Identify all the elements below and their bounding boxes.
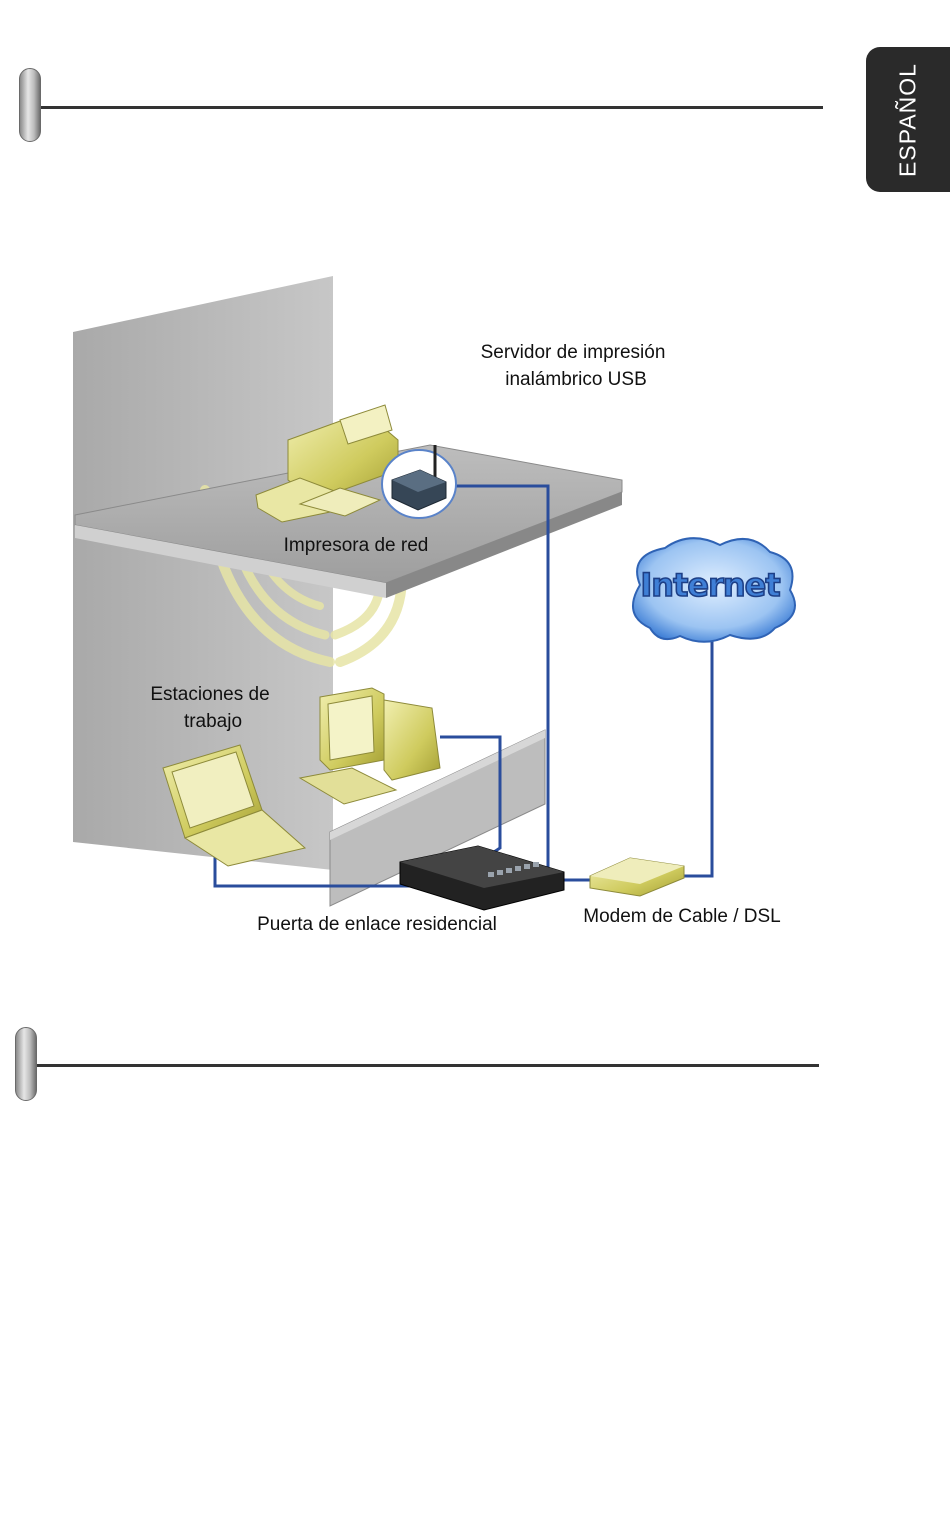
workstations-label-line1: Estaciones de <box>150 684 269 705</box>
modem-label: Modem de Cable / DSL <box>583 906 781 927</box>
gateway-label: Puerta de enlace residencial <box>257 914 497 935</box>
workstations-label-line2: trabajo <box>184 711 242 732</box>
internet-label: Internet <box>640 566 780 604</box>
internet-cloud-icon: Internet <box>633 538 795 642</box>
print-server-label-line2: inalámbrico USB <box>505 369 647 390</box>
print-server-label-line1: Servidor de impresión <box>481 342 666 363</box>
network-printer-label: Impresora de red <box>284 535 429 556</box>
modem-icon <box>590 858 684 896</box>
desktop-computer-icon <box>300 688 440 804</box>
